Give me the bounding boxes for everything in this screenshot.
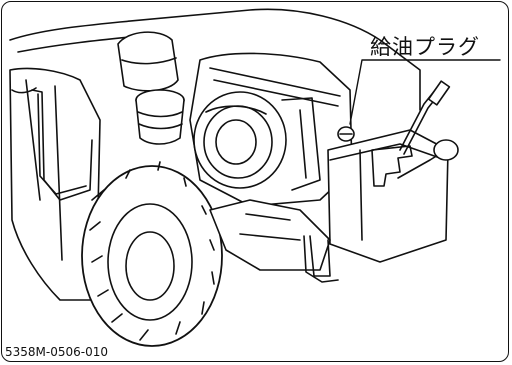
gearbox bbox=[327, 129, 449, 263]
callout-leader bbox=[349, 59, 501, 125]
recoil-starter bbox=[193, 91, 287, 189]
wheel-rim bbox=[107, 203, 193, 321]
upper-housing bbox=[9, 8, 421, 111]
stand-pipe bbox=[309, 235, 331, 277]
wheel-tire bbox=[81, 165, 223, 347]
axle-frame bbox=[209, 199, 331, 271]
rotary-cover bbox=[9, 67, 101, 301]
oil-plug-callout: 給油プラグ bbox=[370, 35, 480, 59]
figure-code: 5358M-0506-010 bbox=[5, 345, 108, 359]
air-cleaner bbox=[117, 31, 179, 92]
muffler-body bbox=[135, 99, 185, 145]
shift-gate bbox=[371, 145, 413, 187]
